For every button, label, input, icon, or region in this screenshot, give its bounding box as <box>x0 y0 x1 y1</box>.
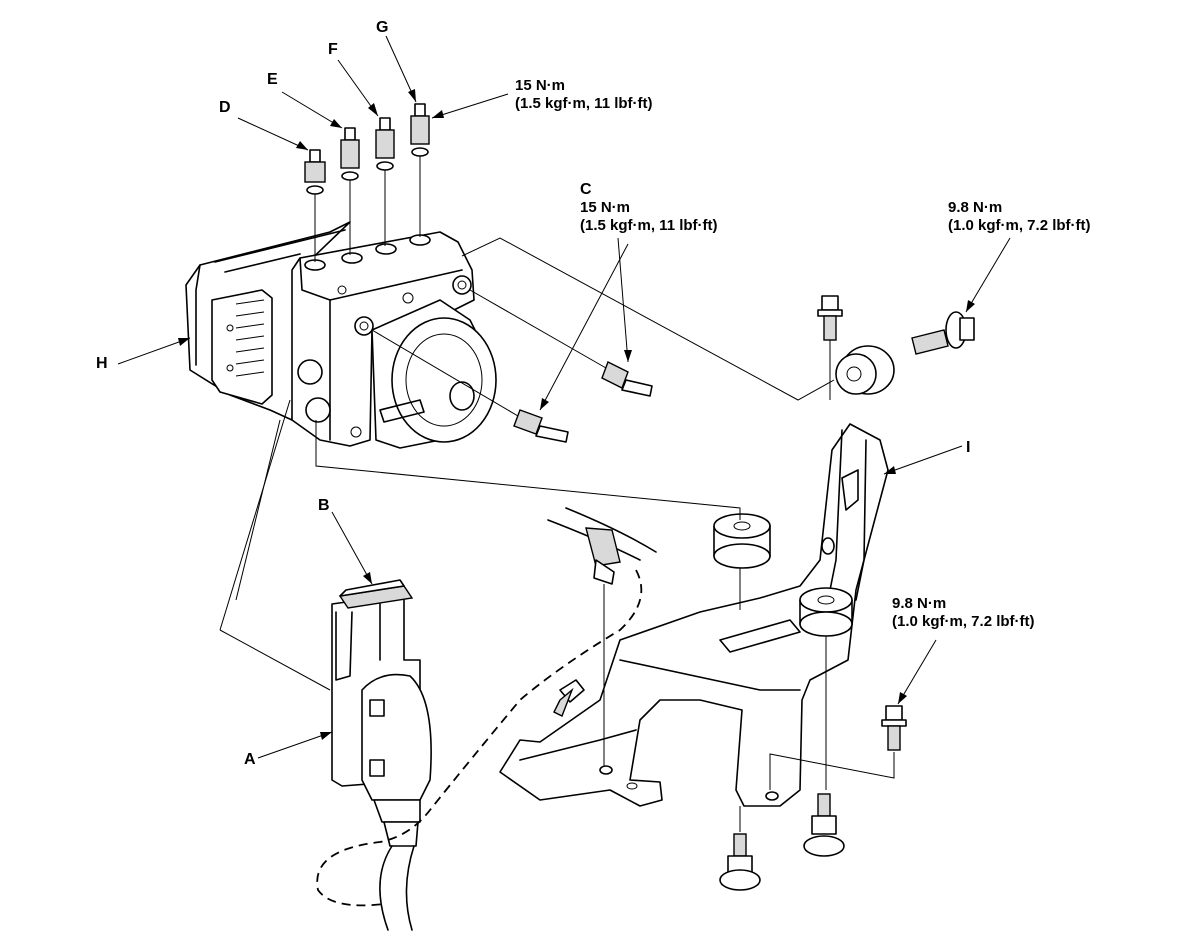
bolts <box>553 295 975 891</box>
rubber-mount-middle <box>713 513 771 569</box>
callout-labels: A B C D E F G H I <box>96 19 970 768</box>
label-g: G <box>376 19 388 36</box>
rubber-mount-lower <box>799 587 853 637</box>
fitting-g <box>410 103 430 157</box>
svg-text:9.8 N·m: 9.8 N·m <box>948 199 1002 216</box>
svg-text:(1.0 kgf·m, 7.2 lbf·ft): (1.0 kgf·m, 7.2 lbf·ft) <box>948 217 1091 234</box>
bolt-bottom-left <box>719 833 761 891</box>
assembly-lines <box>219 237 895 832</box>
rubber-mount-upper <box>835 345 895 395</box>
fitting-d <box>304 149 326 195</box>
torque-spec-bracket-upper: 9.8 N·m (1.0 kgf·m, 7.2 lbf·ft) <box>948 199 1091 234</box>
callout-leaders <box>117 35 1011 759</box>
harness-route-dashed <box>316 569 643 907</box>
bolt-top-vertical <box>817 295 843 341</box>
label-d: D <box>219 99 231 116</box>
harness-clip <box>547 507 657 585</box>
svg-text:15 N·m: 15 N·m <box>515 77 565 94</box>
label-h: H <box>96 355 108 372</box>
fitting-f <box>375 117 395 171</box>
torque-spec-brake-line-top: 15 N·m (1.5 kgf·m, 11 lbf·ft) <box>515 77 653 112</box>
flare-nut-fittings <box>304 103 430 262</box>
label-f: F <box>328 41 338 58</box>
torque-spec-bracket-lower: 9.8 N·m (1.0 kgf·m, 7.2 lbf·ft) <box>892 595 1035 630</box>
svg-text:9.8 N·m: 9.8 N·m <box>892 595 946 612</box>
label-a: A <box>244 751 256 768</box>
svg-text:(1.5 kgf·m, 11 lbf·ft): (1.5 kgf·m, 11 lbf·ft) <box>515 95 653 112</box>
harness-connector <box>331 579 432 931</box>
bolt-bracket-left <box>553 679 585 717</box>
torque-specs: 15 N·m (1.5 kgf·m, 11 lbf·ft) 15 N·m (1.… <box>515 77 1091 630</box>
svg-text:15 N·m: 15 N·m <box>580 199 630 216</box>
bolt-upper-right <box>911 311 975 355</box>
torque-spec-brake-line-side: 15 N·m (1.5 kgf·m, 11 lbf·ft) <box>580 199 718 234</box>
label-e: E <box>267 71 278 88</box>
abs-modulator-unit <box>185 221 497 449</box>
modulator-bracket <box>499 423 889 807</box>
fitting-e <box>340 127 360 181</box>
label-i: I <box>966 439 970 456</box>
fitting-c-pair <box>371 289 653 443</box>
label-c: C <box>580 181 592 198</box>
bolt-bottom-right <box>803 793 845 857</box>
svg-text:(1.0 kgf·m, 7.2 lbf·ft): (1.0 kgf·m, 7.2 lbf·ft) <box>892 613 1035 630</box>
label-b: B <box>318 497 330 514</box>
svg-text:(1.5 kgf·m, 11 lbf·ft): (1.5 kgf·m, 11 lbf·ft) <box>580 217 718 234</box>
bolt-lower-right <box>881 705 907 751</box>
